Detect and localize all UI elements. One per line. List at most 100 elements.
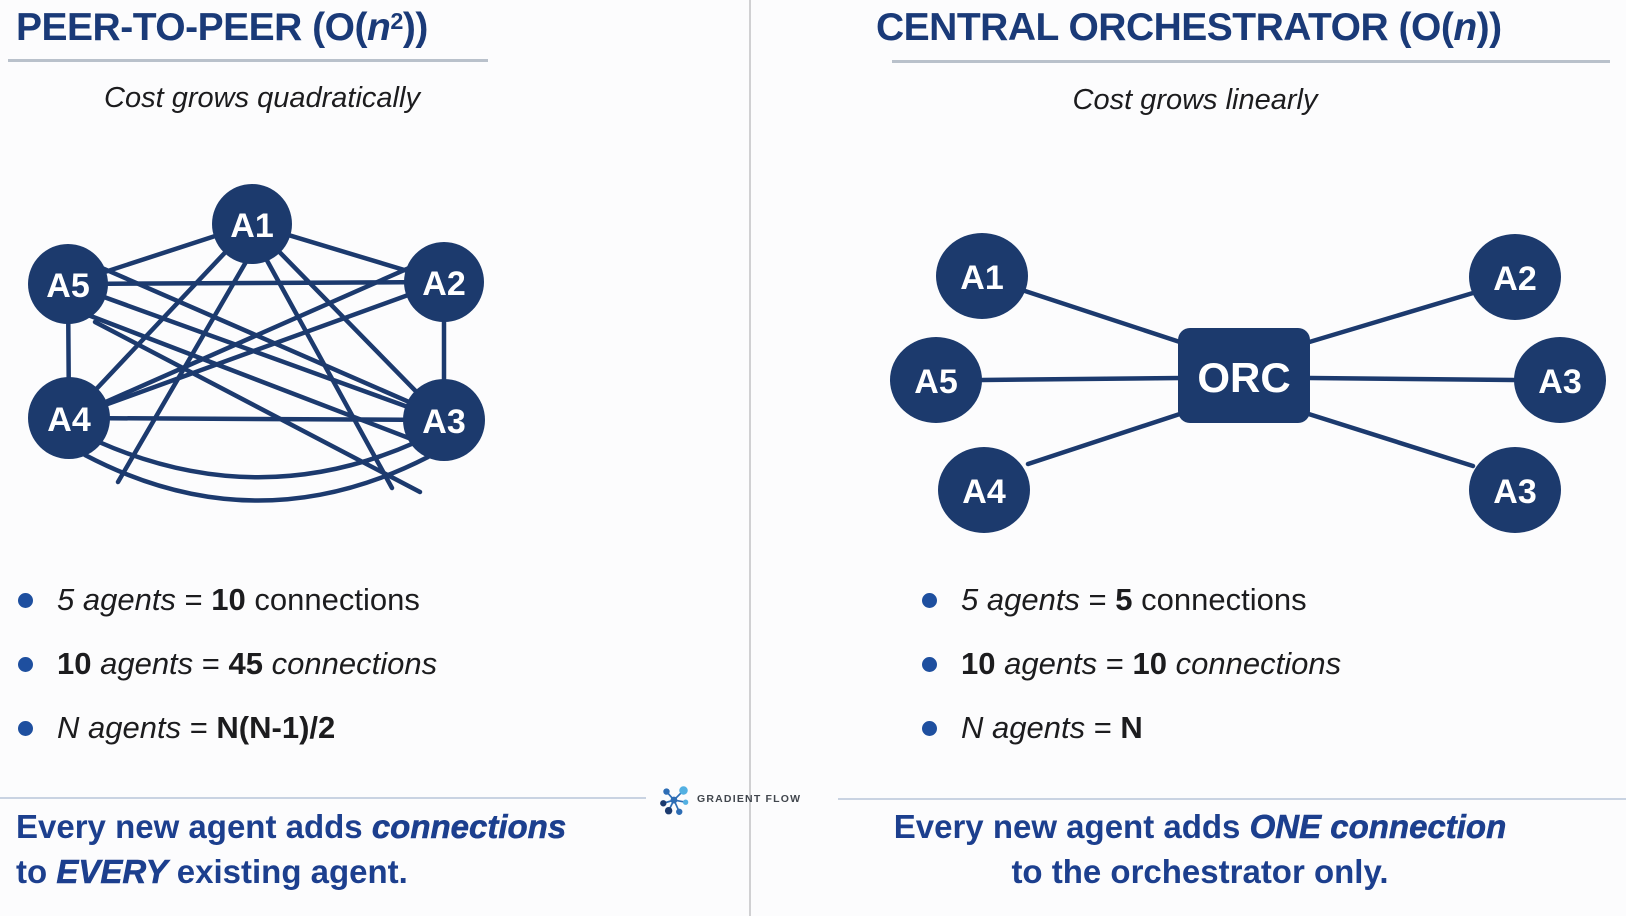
text-segment: )) — [1476, 6, 1502, 49]
mesh-edge — [89, 261, 421, 411]
mesh-arc-edge — [96, 439, 417, 480]
agent-node — [1469, 234, 1561, 320]
bullet-item: N agents = N(N-1)/2 — [18, 696, 437, 760]
text-segment: Every new agent adds — [893, 808, 1250, 845]
text-segment: 10 — [211, 582, 246, 617]
agent-node-label: A3 — [1493, 473, 1536, 511]
text-segment: connections — [371, 808, 567, 846]
bullet-item: 10 agents = 45 connections — [18, 632, 437, 696]
gradient-flow-logo: GRADIENT FLOW — [658, 782, 801, 816]
spoke-edge — [1307, 375, 1517, 383]
agent-node — [403, 379, 485, 461]
text-segment: 5 agents — [57, 582, 176, 617]
agent-node — [1469, 447, 1561, 533]
text-segment: n — [1453, 6, 1477, 49]
left-panel-title: PEER-TO-PEER (O(n2)) — [16, 6, 428, 50]
agent-node-label: A2 — [1493, 260, 1536, 298]
footer-line: Every new agent adds ONE connection — [860, 804, 1540, 849]
bullet-text: N agents = N(N-1)/2 — [57, 710, 335, 746]
mesh-arc-edge — [82, 452, 431, 503]
text-segment: = — [1097, 646, 1133, 681]
gradient-flow-logo-text: GRADIENT FLOW — [697, 793, 802, 805]
bullet-text: 10 agents = 45 connections — [57, 646, 437, 682]
text-segment: connections — [245, 582, 420, 617]
logo-node — [664, 806, 673, 815]
text-segment: 5 — [1115, 582, 1133, 617]
text-segment: = — [1085, 710, 1121, 745]
bullet-dot-icon — [18, 656, 33, 672]
spoke-edge — [979, 375, 1185, 383]
bullet-dot-icon — [922, 656, 937, 672]
text-segment: to — [16, 853, 57, 890]
mesh-edge — [66, 415, 447, 423]
bullet-item: 10 agents = 10 connections — [922, 632, 1341, 696]
agent-node-label: A1 — [230, 207, 273, 245]
text-segment: 2 — [390, 8, 403, 35]
text-segment: connections — [1167, 646, 1342, 681]
bullet-dot-icon — [922, 592, 937, 608]
agent-node-label: A4 — [962, 473, 1006, 511]
mesh-edge — [72, 307, 443, 453]
text-segment: N — [1120, 710, 1143, 745]
spoke-edge — [1293, 290, 1476, 349]
agent-node — [212, 184, 292, 264]
left-panel-subtitle: Cost grows quadratically — [104, 82, 420, 114]
agent-node — [890, 337, 982, 423]
spoke-edge — [1019, 287, 1195, 349]
right-footer-divider — [838, 798, 1626, 800]
text-segment: Every new agent adds — [16, 808, 372, 845]
bullet-dot-icon — [18, 720, 33, 736]
agent-node-label: A3 — [422, 403, 465, 441]
mesh-edge — [249, 221, 447, 423]
text-segment: N agents — [961, 710, 1086, 745]
text-segment: = — [193, 646, 229, 681]
text-segment: EVERY — [56, 853, 168, 891]
bullet-item: 5 agents = 10 connections — [18, 568, 437, 632]
agent-node — [1514, 337, 1606, 423]
footer-line: to EVERY existing agent. — [16, 849, 636, 894]
text-segment: ONE connection — [1249, 808, 1507, 846]
bullet-text: N agents = N — [961, 710, 1143, 746]
agent-node — [938, 447, 1030, 533]
gradient-flow-network-icon — [660, 786, 689, 815]
logo-node — [663, 788, 670, 795]
agent-node-label: A2 — [422, 265, 465, 303]
text-segment: N agents — [57, 710, 182, 745]
bullet-text: 5 agents = 5 connections — [961, 582, 1307, 618]
text-segment: 45 — [228, 646, 264, 681]
mesh-edge — [92, 319, 423, 495]
bullet-text: 5 agents = 10 connections — [57, 582, 420, 618]
text-segment: = — [181, 710, 217, 745]
agent-node-label: A5 — [914, 363, 957, 401]
mesh-edge — [66, 221, 255, 421]
text-segment: 10 — [57, 646, 92, 681]
footer-line: to the orchestrator only. — [860, 849, 1540, 894]
text-segment: connections — [1132, 582, 1307, 617]
logo-center-node — [670, 796, 678, 804]
text-segment: )) — [402, 6, 428, 49]
text-segment: existing agent. — [167, 853, 408, 890]
text-segment: 5 agents — [961, 582, 1080, 617]
orchestrator-hub-label: ORC — [1197, 354, 1290, 401]
mesh-edge — [99, 265, 435, 415]
mesh-edge — [65, 281, 447, 423]
text-segment: = — [1079, 582, 1116, 617]
text-segment: agents — [995, 646, 1098, 681]
text-segment: n — [366, 6, 391, 49]
mesh-edge — [261, 252, 395, 491]
text-segment: connections — [263, 646, 438, 681]
bullet-text: 10 agents = 10 connections — [961, 646, 1341, 682]
bullet-item: N agents = N — [922, 696, 1341, 760]
agent-node-label: A1 — [960, 259, 1003, 297]
left-footer-divider — [0, 797, 646, 799]
text-segment: N(N-1)/2 — [216, 710, 336, 745]
footer-line: Every new agent adds connections — [16, 804, 636, 849]
mesh-edge — [65, 279, 447, 287]
orchestrator-hub — [1178, 328, 1310, 423]
